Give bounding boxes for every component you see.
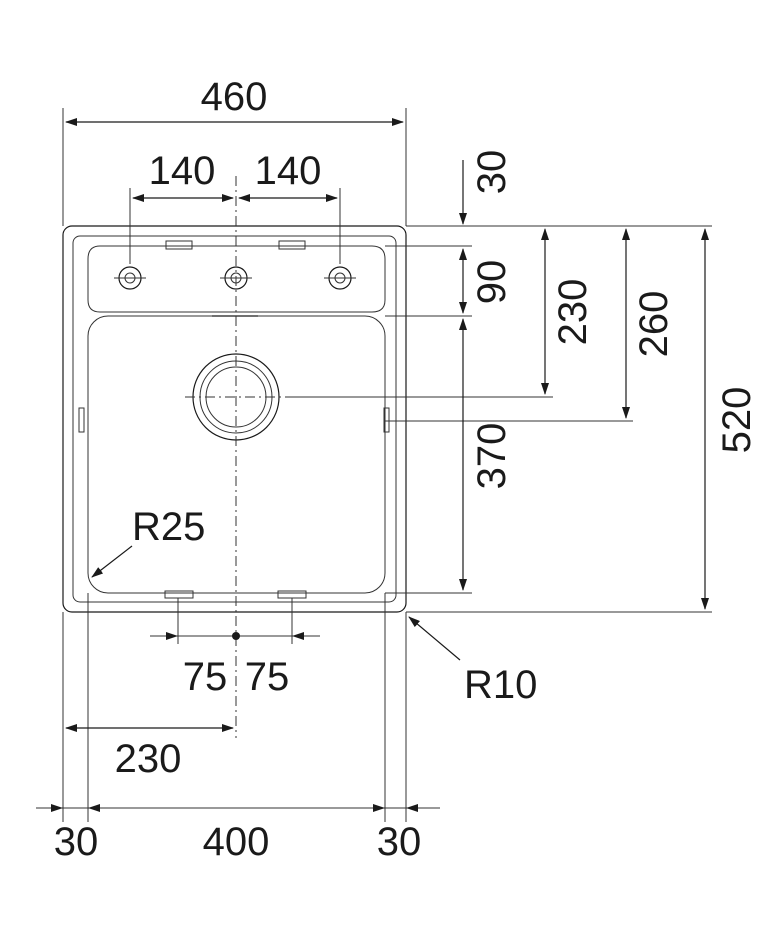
clip-marker-right [278, 240, 306, 250]
label-inner-radius: R25 [132, 505, 205, 549]
overflow-centre-point [232, 632, 240, 640]
side-marker-left [78, 407, 85, 433]
dimension-labels: 460 140 140 30 90 370 230 260 520 R25 R1… [54, 75, 759, 864]
label-top-to-drain: 260 [632, 291, 676, 358]
label-rim-left: 30 [54, 820, 99, 864]
sink-outline [62, 225, 407, 613]
label-bowl-width: 400 [203, 820, 270, 864]
label-outer-radius: R10 [464, 663, 537, 707]
extension-lines [62, 108, 712, 822]
sink-outer-rim [62, 225, 407, 613]
dimension-lines [36, 118, 709, 812]
leader-outer-radius [408, 616, 461, 661]
label-bowl-to-drain: 230 [551, 279, 595, 346]
label-tap-row: 90 [470, 260, 514, 305]
label-tap-spacing-left: 140 [149, 149, 216, 193]
label-drain-offset: 230 [115, 737, 182, 781]
leader-inner-radius [91, 545, 133, 578]
label-rim-right: 30 [377, 820, 422, 864]
label-overflow-left: 75 [183, 655, 228, 699]
tap-ledge-outline [87, 245, 386, 313]
tap-hole-right [324, 266, 356, 290]
bottom-marker-right [277, 590, 307, 599]
label-top-offset: 30 [470, 150, 514, 195]
tap-hole-left [114, 266, 146, 290]
label-bowl-depth: 370 [470, 423, 514, 490]
centre-lines [185, 176, 290, 738]
label-overall-width: 460 [201, 75, 268, 119]
label-overflow-right: 75 [245, 655, 290, 699]
label-overall-depth: 520 [715, 387, 759, 454]
label-tap-spacing-right: 140 [255, 149, 322, 193]
bowl-markers [78, 407, 390, 599]
tap-holes [114, 240, 356, 317]
side-marker-right [383, 407, 390, 433]
bottom-marker-left [164, 590, 194, 599]
clip-marker-left [165, 240, 193, 250]
sink-inner-rim [72, 235, 397, 603]
